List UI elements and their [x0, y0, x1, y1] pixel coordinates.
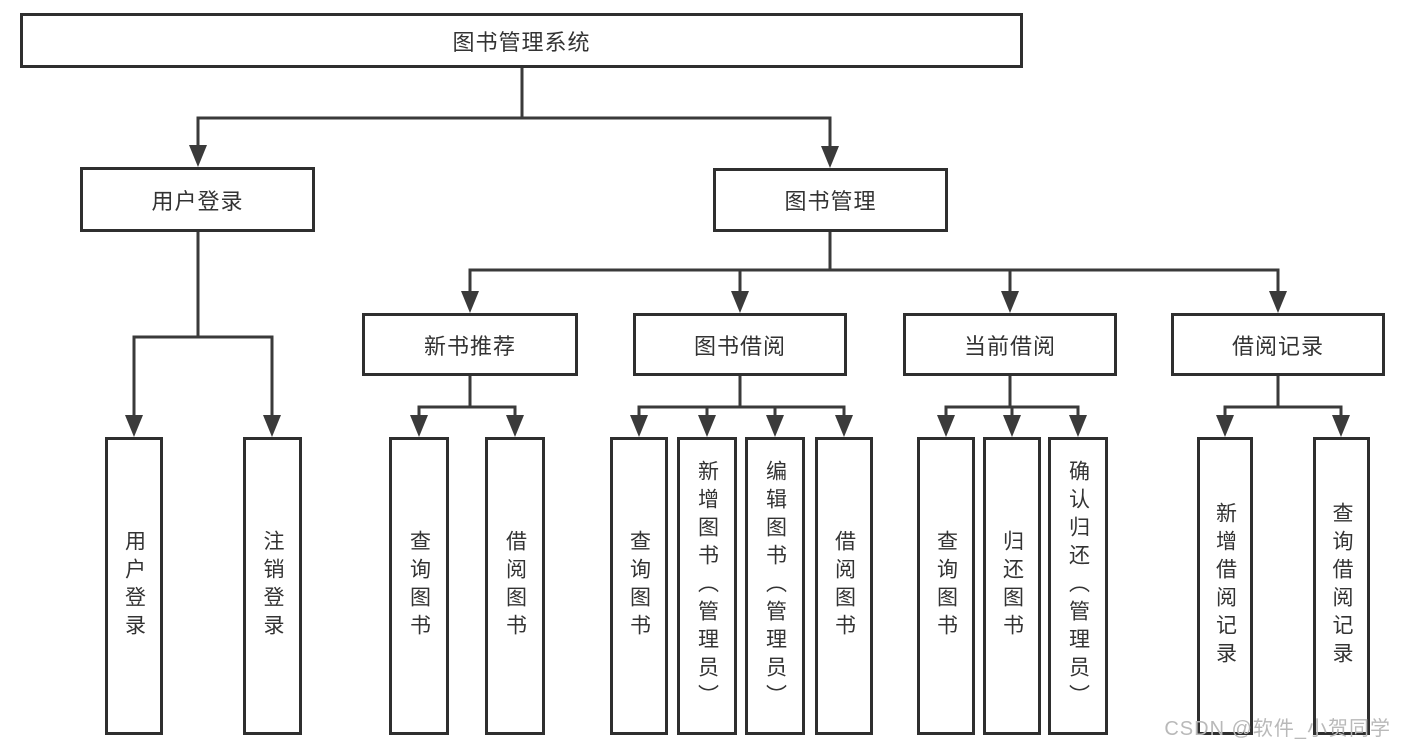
node-label: 编辑图书（管理员）: [763, 460, 787, 712]
node-label: 注销登录: [261, 530, 284, 642]
node-label: 查询图书: [627, 530, 651, 642]
node-query-books-borrow: 查询图书: [610, 437, 668, 735]
node-borrow-books-recommend: 借阅图书: [485, 437, 545, 735]
node-label: 归还图书: [1000, 530, 1024, 642]
node-label: 新增图书（管理员）: [695, 460, 719, 712]
node-add-books-admin: 新增图书（管理员）: [677, 437, 737, 735]
node-user-login-leaf: 用户登录: [105, 437, 163, 735]
node-label: 查询图书: [934, 530, 958, 642]
node-query-borrow-record: 查询借阅记录: [1313, 437, 1370, 735]
node-book-management: 图书管理: [713, 168, 948, 232]
node-add-borrow-record: 新增借阅记录: [1197, 437, 1253, 735]
node-label: 图书管理系统: [452, 29, 591, 55]
csdn-watermark: CSDN @软件_小贺同学: [1164, 718, 1391, 740]
node-label: 借阅记录: [1231, 333, 1324, 359]
node-label: 用户登录: [122, 530, 146, 642]
node-book-borrow: 图书借阅: [633, 313, 847, 376]
node-borrow-records: 借阅记录: [1171, 313, 1385, 376]
node-query-books-current: 查询图书: [917, 437, 975, 735]
node-root-system: 图书管理系统: [20, 13, 1023, 68]
node-label: 用户登录: [151, 188, 244, 214]
node-borrow-books-leaf: 借阅图书: [815, 437, 873, 735]
node-user-login: 用户登录: [80, 167, 315, 232]
node-confirm-return-admin: 确认归还（管理员）: [1048, 437, 1108, 735]
node-logout: 注销登录: [243, 437, 302, 735]
node-label: 新增借阅记录: [1213, 502, 1237, 670]
node-label: 新书推荐: [423, 333, 516, 359]
node-edit-books-admin: 编辑图书（管理员）: [745, 437, 805, 735]
node-label: 借阅图书: [832, 530, 856, 642]
node-new-book-recommend: 新书推荐: [362, 313, 578, 376]
node-label: 确认归还（管理员）: [1066, 460, 1090, 712]
node-current-borrow: 当前借阅: [903, 313, 1117, 376]
node-query-books-recommend: 查询图书: [389, 437, 449, 735]
node-return-books: 归还图书: [983, 437, 1041, 735]
node-label: 查询借阅记录: [1330, 502, 1353, 670]
node-label: 图书管理: [784, 189, 877, 214]
node-label: 查询图书: [407, 530, 431, 642]
node-label: 当前借阅: [963, 333, 1056, 359]
node-label: 图书借阅: [693, 333, 786, 359]
node-label: 借阅图书: [503, 530, 527, 642]
